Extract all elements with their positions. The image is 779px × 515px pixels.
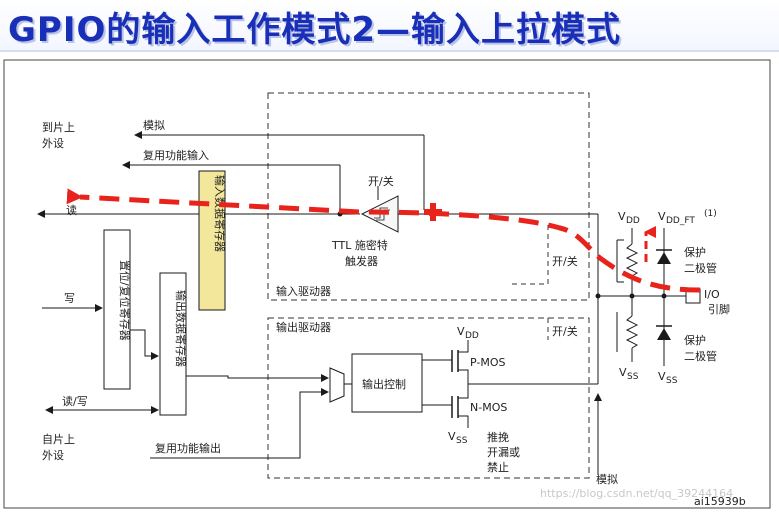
read-label: 读 bbox=[66, 203, 77, 217]
vddft-sup: (1) bbox=[704, 209, 717, 219]
io-label-1: I/O bbox=[704, 288, 720, 301]
ttl-label-2: 触发器 bbox=[345, 254, 378, 268]
pulldown-vss-label: V bbox=[619, 366, 627, 379]
nmos-label: N-MOS bbox=[470, 401, 507, 414]
write-label: 写 bbox=[64, 292, 75, 305]
pullup-resistor-icon bbox=[625, 243, 639, 277]
output-driver-label: 输出驱动器 bbox=[276, 320, 331, 334]
vddft-sub: DD_FT bbox=[666, 216, 695, 226]
output-control-block bbox=[351, 353, 423, 413]
pmos-vdd-sub: DD bbox=[465, 331, 479, 341]
input-driver-label: 输入驱动器 bbox=[276, 284, 331, 298]
pushpull-label-1: 推挽 bbox=[487, 430, 509, 444]
input-switch-box bbox=[510, 225, 549, 285]
bsrr-to-odr-line bbox=[130, 329, 159, 360]
input-data-register bbox=[198, 170, 226, 311]
alt-output-label: 复用功能输出 bbox=[155, 441, 221, 455]
pushpull-label-2: 开漏或 bbox=[487, 446, 520, 459]
title-bar: GPIO的输入工作模式2—输入上拉模式 bbox=[0, 0, 779, 52]
watermark: https://blog.csdn.net/qq_39244164 bbox=[540, 487, 733, 500]
input-register-label: 输入数据寄存器 bbox=[213, 175, 227, 252]
red-cross-v bbox=[430, 203, 436, 221]
pmos-drain bbox=[458, 369, 469, 384]
output-control-label: 输出控制 bbox=[362, 377, 406, 391]
trigger-onoff-label: 开/关 bbox=[368, 174, 394, 188]
pullup-vdd-label: V bbox=[618, 210, 626, 223]
to-chip-label-1: 到片上 bbox=[42, 121, 75, 134]
pushpull-label-3: 禁止 bbox=[487, 461, 509, 474]
pin-junction-dot bbox=[595, 293, 601, 299]
outer-frame bbox=[3, 59, 771, 509]
nmos-source bbox=[458, 415, 469, 428]
output-register-label: 输出数据寄存器 bbox=[174, 290, 188, 367]
lower-vss-label: V bbox=[658, 370, 666, 383]
from-chip-label-1: 自片上 bbox=[42, 433, 75, 446]
nmos-drain bbox=[458, 384, 469, 399]
to-chip-label-2: 外设 bbox=[42, 137, 64, 150]
odr-to-mux-line bbox=[186, 374, 329, 382]
pmos-label: P-MOS bbox=[470, 356, 506, 369]
io-label-2: 引脚 bbox=[708, 302, 730, 316]
input-onoff-label: 开/关 bbox=[552, 254, 578, 268]
lower-diode-icon bbox=[657, 328, 671, 340]
bit-set-reset-register bbox=[103, 229, 131, 390]
input-driver-box bbox=[267, 92, 590, 301]
page-title: GPIO的输入工作模式2—输入上拉模式 bbox=[8, 10, 622, 50]
analog-label: 模拟 bbox=[143, 118, 165, 132]
output-mux-icon bbox=[329, 367, 345, 403]
pmos-source bbox=[458, 340, 469, 353]
pulldown-resistor-icon bbox=[625, 315, 639, 349]
output-driver-box bbox=[267, 317, 590, 479]
nmos-vss-label: V bbox=[448, 430, 456, 443]
bsrr-label: 置位/复位寄存器 bbox=[118, 260, 132, 341]
protect-label-2b: 二极管 bbox=[684, 349, 717, 363]
protect-label-2a: 保护 bbox=[684, 333, 706, 347]
ttl-label-1: TTL 施密特 bbox=[331, 238, 388, 252]
alt-output-line bbox=[150, 388, 329, 459]
analog-bottom-label: 模拟 bbox=[596, 472, 618, 486]
nmos-vss-sub: SS bbox=[456, 436, 468, 446]
protect-label-1a: 保护 bbox=[684, 245, 706, 259]
upper-diode-icon bbox=[657, 252, 671, 264]
vddft-label: V bbox=[658, 210, 666, 223]
protect-label-1b: 二极管 bbox=[684, 261, 717, 275]
pmos-vdd-label: V bbox=[457, 325, 465, 338]
pulldown-vss-sub: SS bbox=[627, 372, 639, 382]
alt-input-label: 复用功能输入 bbox=[143, 148, 209, 162]
pullup-vdd-sub: DD bbox=[626, 216, 640, 226]
from-chip-label-2: 外设 bbox=[42, 449, 64, 462]
figure-id: ai15939b bbox=[694, 495, 746, 508]
lower-vss-sub: SS bbox=[666, 376, 678, 386]
output-onoff-label: 开/关 bbox=[552, 324, 578, 338]
output-data-register bbox=[159, 272, 187, 416]
readwrite-label: 读/写 bbox=[62, 394, 88, 408]
